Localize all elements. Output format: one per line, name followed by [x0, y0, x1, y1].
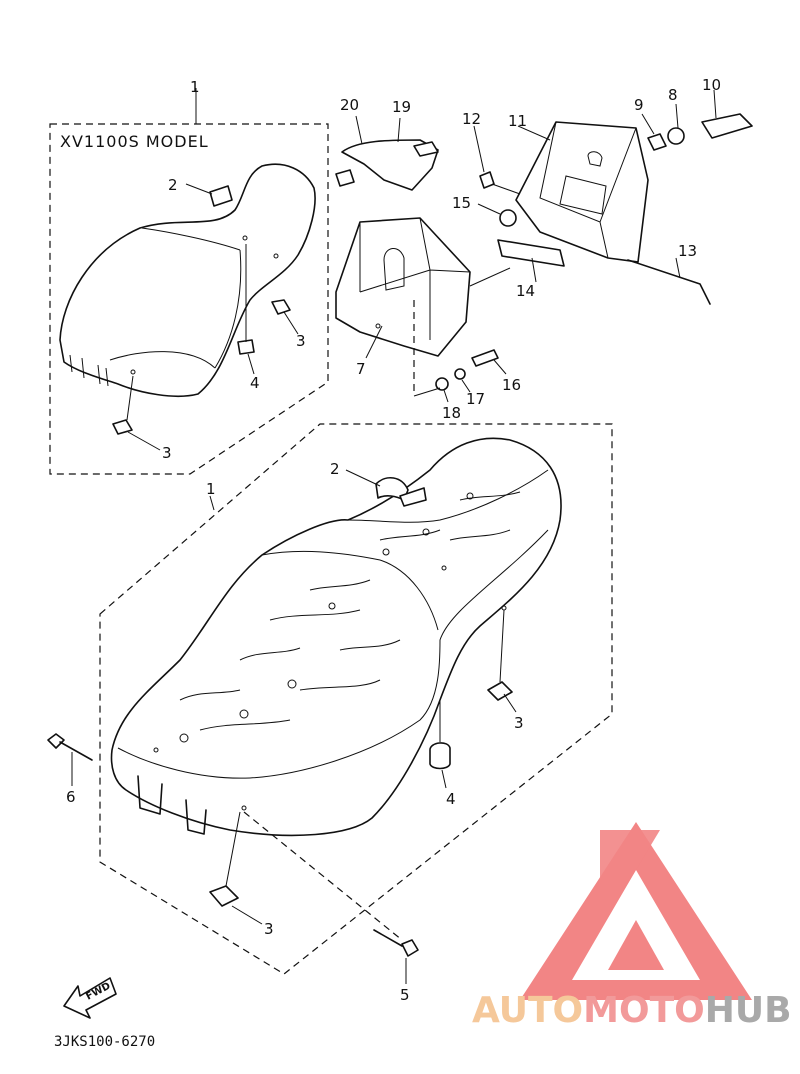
callout-2-top: 2 — [168, 176, 178, 194]
callout-7: 7 — [356, 360, 366, 378]
callout-16: 16 — [502, 376, 521, 394]
watermark-auto: AUTO — [472, 990, 583, 1031]
callout-2-main: 2 — [330, 460, 340, 478]
callout-3-top-b: 3 — [162, 444, 172, 462]
watermark-hub: HUB — [705, 990, 792, 1031]
inset-seat — [59, 163, 316, 397]
callout-19: 19 — [392, 98, 411, 116]
watermark-moto: MOTO — [583, 990, 705, 1031]
callout-1-top: 1 — [190, 78, 200, 96]
callout-1-main: 1 — [206, 480, 216, 498]
callout-10: 10 — [702, 76, 721, 94]
callout-12: 12 — [462, 110, 481, 128]
model-label: XV1100S MODEL — [60, 132, 209, 151]
callout-6: 6 — [66, 788, 76, 806]
callout-18: 18 — [442, 404, 461, 422]
callout-15: 15 — [452, 194, 471, 212]
callout-9: 9 — [634, 96, 644, 114]
callout-17: 17 — [466, 390, 485, 408]
callout-5: 5 — [400, 986, 410, 1004]
callout-3-main-b: 3 — [264, 920, 274, 938]
main-seat — [110, 437, 562, 837]
fwd-arrow-icon: FWD — [63, 977, 117, 1019]
callout-20: 20 — [340, 96, 359, 114]
seat-cover-parts — [335, 89, 753, 403]
drawing-code: 3JKS100-6270 — [54, 1034, 155, 1050]
callout-4-main: 4 — [446, 790, 456, 808]
callout-4-top: 4 — [250, 374, 260, 392]
callout-3-top-a: 3 — [296, 332, 306, 350]
watermark-text: AUTOMOTOHUB — [472, 990, 792, 1031]
callout-13: 13 — [678, 242, 697, 260]
main-seat-assembly — [47, 423, 613, 984]
watermark-triangle-icon — [520, 822, 752, 1000]
xv1100s-inset: XV1100S MODEL — [49, 88, 329, 475]
callout-3-main-a: 3 — [514, 714, 524, 732]
callout-8: 8 — [668, 86, 678, 104]
callout-11: 11 — [508, 112, 527, 130]
watermark-logo-icon — [520, 822, 752, 1000]
callout-14: 14 — [516, 282, 535, 300]
